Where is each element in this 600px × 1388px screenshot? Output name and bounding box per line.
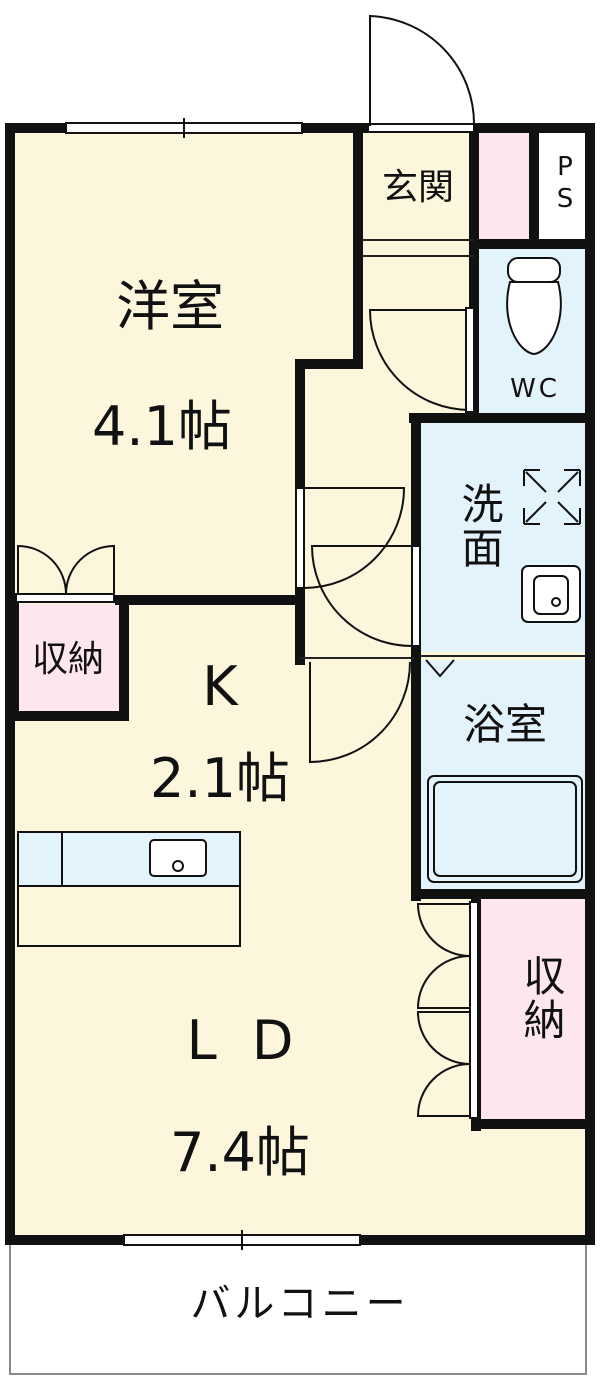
wash-door-frame bbox=[411, 545, 421, 647]
storage-left-door-r bbox=[65, 544, 115, 595]
sink-icon bbox=[149, 839, 207, 877]
western-room-size: 4.1帖 bbox=[92, 395, 232, 458]
kitchen-cabinet bbox=[17, 885, 241, 947]
bath-door-mark bbox=[425, 659, 455, 678]
storage-left-fill bbox=[14, 604, 120, 714]
wall-storage-left bbox=[9, 595, 129, 721]
fixtures bbox=[17, 257, 583, 947]
storage-left-label: 収納 bbox=[31, 639, 104, 680]
doors bbox=[15, 14, 479, 1119]
sink-drain-icon bbox=[172, 860, 184, 872]
western-door-frame bbox=[295, 487, 305, 589]
bath-label: 浴室 bbox=[462, 700, 547, 749]
western-door-swing bbox=[303, 487, 406, 589]
bathtub-outer-icon bbox=[427, 775, 583, 883]
storage-left-door-frame bbox=[15, 593, 115, 603]
living-name: L D bbox=[186, 1009, 294, 1072]
thin-lines bbox=[300, 239, 586, 659]
toilet-tank-icon bbox=[507, 257, 561, 283]
ld-door-swing bbox=[309, 661, 411, 764]
storage-left-door-l bbox=[17, 544, 67, 595]
storage-right-door-1 bbox=[416, 903, 471, 957]
storage-right-fill bbox=[478, 898, 586, 1120]
western-room-name: 洋室 bbox=[116, 275, 224, 338]
storage-right-door-4 bbox=[416, 1063, 471, 1117]
entrance-door-swing bbox=[369, 14, 476, 127]
balcony-fill bbox=[9, 1241, 587, 1375]
storage-right-label: 収納 bbox=[517, 954, 566, 1042]
wash-basin-inner bbox=[533, 575, 569, 615]
bathtub-inner-icon bbox=[433, 781, 577, 877]
storage-right-door-3 bbox=[416, 1011, 471, 1065]
balcony-label: バルコニー bbox=[190, 1281, 410, 1327]
kitchen-size: 2.1帖 bbox=[150, 747, 290, 810]
wash-basin-icon bbox=[521, 565, 581, 623]
entrance-label: 玄関 bbox=[381, 167, 454, 208]
entrance-floor bbox=[362, 128, 476, 242]
washroom-label: 洗面 bbox=[455, 482, 504, 570]
wash-basin-drain bbox=[551, 597, 561, 607]
storage-right-door-frame bbox=[469, 901, 479, 1119]
kitchen-name: K bbox=[202, 655, 238, 718]
living-size: 7.4帖 bbox=[170, 1121, 310, 1184]
wash-door-swing bbox=[310, 545, 413, 647]
storage-right-door-2 bbox=[416, 955, 471, 1009]
windows bbox=[65, 118, 361, 1250]
wc-label: WC bbox=[510, 374, 560, 404]
entrance-door-frame bbox=[367, 123, 475, 133]
ps-fill bbox=[538, 132, 586, 240]
toilet-bowl-icon bbox=[506, 281, 562, 356]
wall-western-right bbox=[115, 123, 363, 605]
wc-door-swing bbox=[368, 309, 471, 411]
ps-label: PS bbox=[550, 152, 580, 216]
wc-door-frame bbox=[465, 307, 475, 413]
washing-machine-icon bbox=[523, 469, 581, 525]
shoebox-fill bbox=[476, 132, 530, 240]
